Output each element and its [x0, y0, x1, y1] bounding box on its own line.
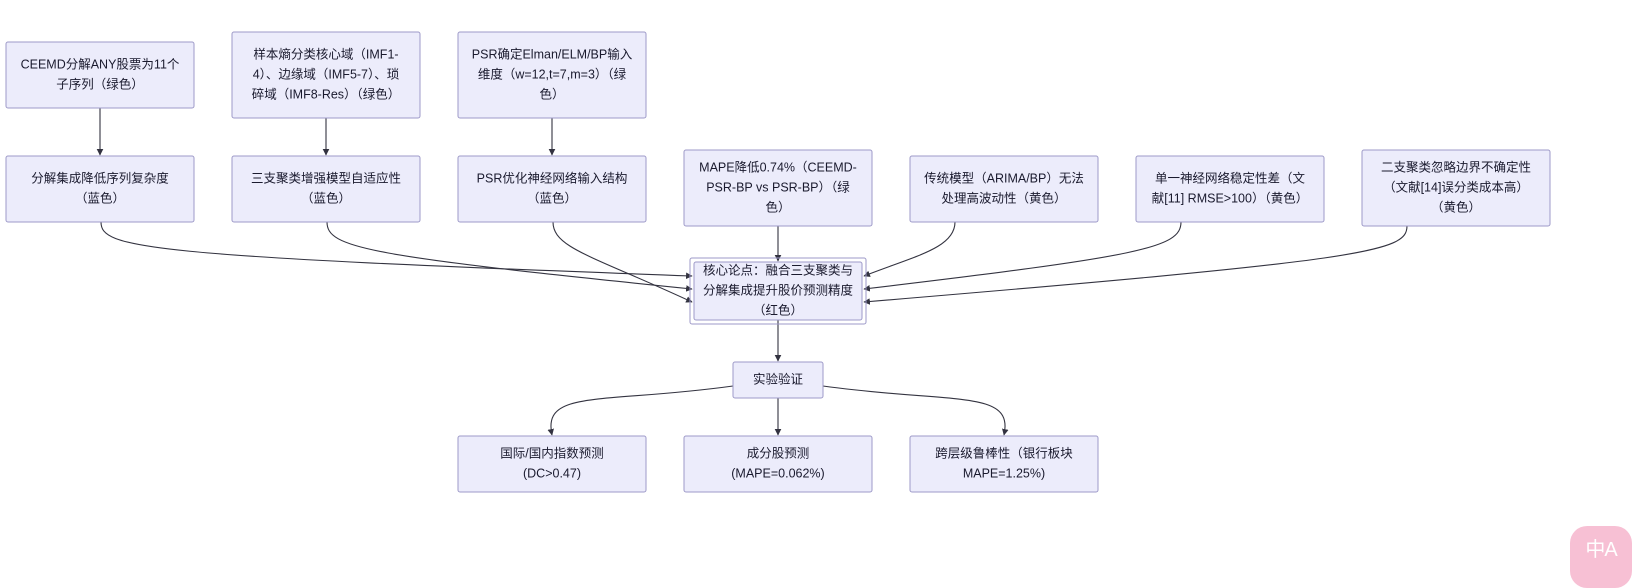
node-rect [457, 31, 647, 119]
node-label-line: 跨层级鲁棒性（银行板块 [935, 446, 1073, 460]
node-r3[interactable]: 跨层级鲁棒性（银行板块 MAPE=1.25%) [909, 435, 1099, 493]
node-label-line: PSR确定Elman/ELM/BP输入 [472, 46, 633, 61]
node-rect [909, 155, 1099, 223]
node-rect [732, 361, 824, 399]
node-label-line: （文献[14]误分类成本高） [1383, 179, 1529, 194]
edge-layer [96, 108, 1408, 436]
node-label-line: 色） [765, 199, 790, 214]
node-n6[interactable]: PSR优化神经网络输入结构 （蓝色） [457, 155, 647, 223]
node-r1[interactable]: 国际/国内指数预测 (DC>0.47) [457, 435, 647, 493]
node-n9[interactable]: 单一神经网络稳定性差（文献[11] RMSE>100）（黄色） [1135, 155, 1325, 223]
node-r2[interactable]: 成分股预测 (MAPE=0.062%) [683, 435, 873, 493]
watermark-logo: 中A [1570, 526, 1632, 588]
watermark-text: 中A [1585, 539, 1617, 561]
node-rect [1361, 149, 1551, 227]
edge-n4-to-core [100, 221, 693, 280]
node-label-line: 单一神经网络稳定性差（文 [1155, 170, 1306, 185]
node-label-line: 献[11] RMSE>100）（黄色） [1152, 190, 1308, 205]
node-rect [231, 31, 421, 119]
node-label-line: 分解集成降低序列复杂度 [31, 170, 169, 185]
node-rect [457, 435, 647, 493]
node-label-line: 分解集成提升股价预测精度 [703, 282, 854, 297]
node-label-line: （红色） [753, 302, 803, 317]
node-label-line: 维度（w=12,t=7,m=3）（绿 [478, 66, 627, 81]
node-label-line: 子序列（绿色） [56, 76, 144, 91]
node-rect [909, 435, 1099, 493]
node-label-line: (MAPE=0.062%) [731, 466, 824, 480]
node-rect [693, 261, 863, 321]
node-n10[interactable]: 二支聚类忽略边界不确定性 （文献[14]误分类成本高） （黄色） [1361, 149, 1551, 227]
node-rect [457, 155, 647, 223]
node-label-line: （蓝色） [527, 190, 577, 205]
node-label-line: (DC>0.47) [523, 466, 581, 480]
node-label-line: 国际/国内指数预测 [500, 445, 603, 460]
edge-n5-to-core [326, 221, 693, 292]
node-rect [683, 149, 873, 227]
node-rect [683, 435, 873, 493]
node-label-line: （蓝色） [301, 190, 351, 205]
node-rect [231, 155, 421, 223]
node-n4[interactable]: 分解集成降低序列复杂度 （蓝色） [5, 155, 195, 223]
node-label-line: 样本熵分类核心域（IMF1- [253, 46, 398, 61]
edge-exp-to-r1 [547, 385, 734, 436]
node-n2[interactable]: 样本熵分类核心域（IMF1- 4）、边缘域（IMF5-7）、琐碎域（IMF8-Re… [231, 31, 421, 119]
node-rect [1135, 155, 1325, 223]
node-label-line: 三支聚类增强模型自适应性 [251, 170, 401, 185]
edge-exp-to-r3 [822, 385, 1009, 436]
node-n5[interactable]: 三支聚类增强模型自适应性 （蓝色） [231, 155, 421, 223]
node-label-line: MAPE降低0.74%（CEEMD- [699, 160, 857, 174]
edge-n10-to-core [863, 225, 1408, 305]
node-label-line: 碎域（IMF8-Res）（绿色） [252, 86, 401, 101]
node-label-line: 处理高波动性（黄色） [941, 190, 1066, 205]
edge-n6-to-core [552, 221, 693, 303]
node-n7[interactable]: MAPE降低0.74%（CEEMD- PSR-BP vs PSR-BP）（绿色） [683, 149, 873, 227]
node-rect [5, 41, 195, 109]
node-label-line: CEEMD分解ANY股票为11个 [21, 57, 180, 71]
edge-n9-to-core [863, 221, 1182, 292]
node-exp[interactable]: 实验验证 [732, 361, 824, 399]
node-label-line: 成分股预测 [747, 446, 810, 460]
node-label-line: 二支聚类忽略边界不确定性 [1381, 159, 1531, 174]
edge-n8-to-core [863, 221, 956, 277]
node-label-line: 实验验证 [753, 371, 804, 386]
node-label-line: MAPE=1.25%) [963, 466, 1045, 480]
node-label-line: （黄色） [1431, 199, 1481, 214]
node-label-line: （蓝色） [75, 190, 125, 205]
node-label-line: 色） [539, 86, 564, 101]
node-label-line: PSR-BP vs PSR-BP）（绿 [706, 179, 850, 194]
node-label-line: PSR优化神经网络输入结构 [477, 170, 628, 185]
node-rect [5, 155, 195, 223]
node-label-line: 传统模型（ARIMA/BP）无法 [924, 170, 1084, 185]
node-label-line: 核心论点：融合三支聚类与 [703, 262, 853, 277]
node-label-line: 4）、边缘域（IMF5-7）、琐 [253, 66, 400, 81]
node-emphasis-outline [689, 257, 867, 325]
